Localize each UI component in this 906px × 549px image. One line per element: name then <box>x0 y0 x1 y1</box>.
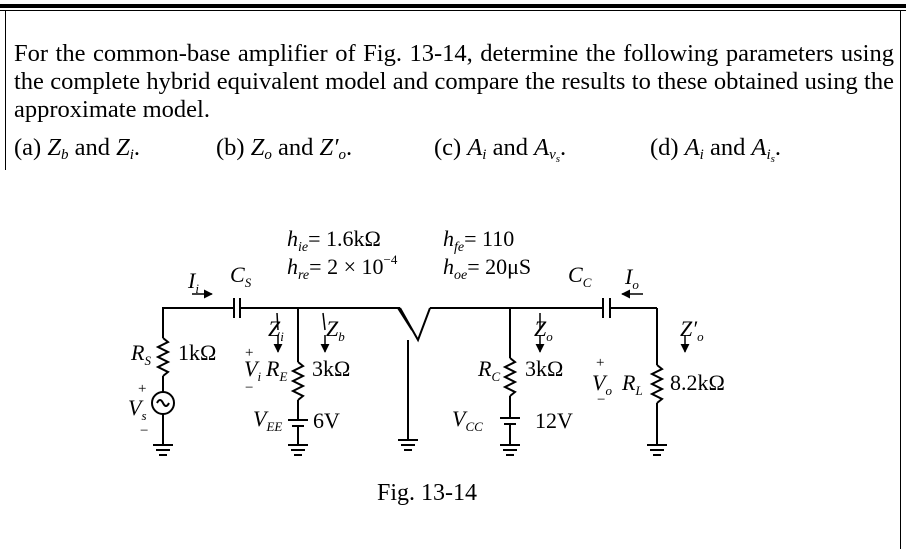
label-rl: RL <box>621 370 643 398</box>
top-border-thin <box>0 10 906 11</box>
left-border <box>5 10 6 170</box>
label-vs: Vs <box>128 395 147 423</box>
ground-base <box>398 439 418 451</box>
label-hie: hie= 1.6kΩ <box>287 226 381 255</box>
problem-statement: For the common-base amplifier of Fig. 13… <box>14 40 894 123</box>
plus-vs: + <box>138 381 146 397</box>
label-cs: CS <box>230 262 252 290</box>
label-hre: hre= 2 × 10−4 <box>287 252 398 283</box>
value-vee: 6V <box>313 408 340 433</box>
label-zo-prime: Z′o <box>680 316 704 344</box>
battery-vcc <box>500 417 520 445</box>
figure-caption: Fig. 13-14 <box>377 480 478 506</box>
value-re: 3kΩ <box>312 356 350 381</box>
part-a: (a) Zb and Zi. <box>14 134 141 163</box>
minus-vo: − <box>597 392 605 408</box>
label-cc: CC <box>568 262 592 290</box>
resistor-rc <box>502 357 518 397</box>
ground-vcc <box>500 444 520 456</box>
part-b: (b) Zo and Z′o. <box>216 134 353 163</box>
label-zi: Zi <box>268 316 284 344</box>
part-d: (d) Ai and Ais. <box>650 134 782 165</box>
value-rc: 3kΩ <box>525 356 563 381</box>
cap-cs <box>228 298 400 318</box>
label-zb: Zb <box>326 316 345 344</box>
input-wire <box>162 307 228 320</box>
label-rc: RC <box>477 356 500 384</box>
right-border <box>900 10 901 549</box>
label-ii: Ii <box>187 268 199 296</box>
ground-source <box>153 444 173 456</box>
resistor-rs <box>155 337 171 377</box>
label-hfe: hfe= 110 <box>443 226 514 255</box>
label-vcc: VCC <box>452 406 483 434</box>
label-io: Io <box>624 264 639 292</box>
minus-vs: − <box>140 423 148 439</box>
label-rs: RS <box>130 340 151 368</box>
ground-vee <box>288 444 308 456</box>
transistor-emitter <box>397 307 413 331</box>
label-re: RE <box>265 356 287 384</box>
label-vee: VEE <box>253 406 282 434</box>
label-zo: Zo <box>534 316 553 344</box>
part-c: (c) Ai and Avs. <box>434 134 567 165</box>
value-rs: 1kΩ <box>178 340 216 365</box>
top-border-thick <box>0 4 906 8</box>
plus-vi: + <box>245 345 253 361</box>
label-vi: Vi <box>244 356 261 384</box>
circuit-diagram: hie= 1.6kΩ hre= 2 × 10−4 hfe= 110 hoe= 2… <box>128 226 725 456</box>
label-vo: Vo <box>592 370 612 398</box>
resistor-re <box>290 361 306 401</box>
transistor-emitter-collector <box>399 307 431 343</box>
resistor-rl <box>649 364 665 404</box>
label-hoe: hoe= 20μS <box>443 254 531 283</box>
plus-vo: + <box>596 355 604 371</box>
problem-parts: (a) Zb and Zi. (b) Zo and Z′o. (c) Ai an… <box>14 134 894 165</box>
value-vcc: 12V <box>535 408 573 433</box>
value-rl: 8.2kΩ <box>670 370 725 395</box>
ground-rl <box>647 444 667 456</box>
cap-cc <box>600 298 657 318</box>
minus-vi: − <box>245 380 253 396</box>
